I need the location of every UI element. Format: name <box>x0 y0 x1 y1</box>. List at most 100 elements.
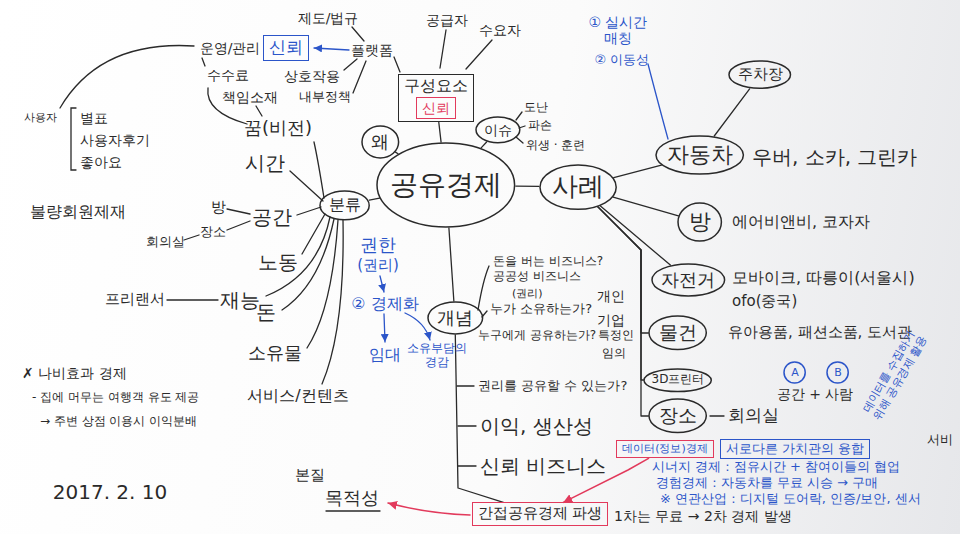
connector <box>613 197 678 216</box>
connector <box>598 207 643 380</box>
note-text: 경험경제 : 자동차를 무료 시승 → 구매 <box>656 476 878 491</box>
case-ellipse: 3D프린터 <box>643 368 712 393</box>
arrow-line <box>388 503 470 515</box>
ellipse-outline <box>784 362 805 383</box>
note-text: → 주변 상점 이용시 이익분배 <box>40 415 197 429</box>
case-ellipse: 방 <box>677 202 722 242</box>
note-text: 시너지 경제 : 점유시간 + 참여이들의 협업 <box>652 460 900 475</box>
connector <box>439 122 441 142</box>
note-text: 수요자 <box>479 22 521 38</box>
leader-line <box>516 137 523 143</box>
bracket <box>71 108 76 170</box>
note-text: 운영/관리 <box>200 40 261 56</box>
case-ellipse: 자동차 <box>655 135 744 175</box>
node-text: 방 <box>689 209 711 234</box>
note-text: 공간 <box>252 206 292 229</box>
leader-line <box>710 415 724 416</box>
note-text: 내부정책 <box>299 90 351 105</box>
note-text: 위생 · 훈련 <box>526 139 585 153</box>
node-text: 서로다른 가치관의 융합 <box>726 442 864 457</box>
note-text: 누구에게 공유하는가? <box>478 329 596 343</box>
note-text: - 집에 머무는 여행객 유도 제공 <box>32 391 199 405</box>
letter-circle: A <box>783 361 806 384</box>
keyword-box: 신뢰 <box>263 35 309 61</box>
arrow-line <box>405 313 430 340</box>
note-text: 유아용품, 패션소품, 도서관 <box>728 324 912 341</box>
note-text: 우버, 소카, 그린카 <box>752 146 917 169</box>
ellipse-outline <box>320 191 369 220</box>
keyword-box: 데이터(정보)경제 <box>616 440 714 459</box>
note-text: 돈을 버는 비즈니스? <box>493 255 603 269</box>
note-text: ① 실시간 매칭 <box>586 14 650 46</box>
connector <box>714 89 749 136</box>
note-text: 공급자 <box>426 12 468 28</box>
ellipse-outline <box>476 117 520 143</box>
note-text: 이익, 생산성 <box>480 415 593 438</box>
leader-line <box>302 214 325 254</box>
leader-line <box>322 220 343 384</box>
note-text: 에어비앤비, 코자자 <box>732 213 870 231</box>
node-text: 사례 <box>552 172 604 202</box>
connector <box>481 142 487 148</box>
node-text: 3D프린터 <box>652 373 705 387</box>
node-text: 물건 <box>659 322 697 344</box>
node-text: 데이터(정보)경제 <box>622 443 708 456</box>
node-text: 신뢰 <box>422 100 450 116</box>
ellipse-outline <box>656 136 743 174</box>
note-text: 개인 <box>597 288 625 304</box>
leader-line <box>227 209 250 214</box>
note-text: 공공성 비즈니스 <box>493 270 581 284</box>
note-text: 상호작용 <box>284 68 340 84</box>
connector <box>516 185 539 187</box>
leader-line <box>307 220 338 348</box>
note-text: 별표 <box>80 110 108 126</box>
node-text: 주차장 <box>738 66 783 83</box>
node-text: 간접공유경제 파생 <box>478 505 603 522</box>
note-text: 책임소재 <box>222 89 278 105</box>
note-text: 플랫폼 <box>351 42 393 58</box>
note-text: 서비스/컨텐츠 <box>247 387 348 405</box>
note-text: 시간 <box>245 152 285 175</box>
note-text: 꿈(비전) <box>244 118 312 139</box>
note-text: 서비 <box>927 433 953 448</box>
leader-line <box>184 235 199 240</box>
case-ellipse: 자전거 <box>651 263 726 297</box>
note-text: 재능 <box>220 289 260 312</box>
case-ellipse: 장소 <box>648 398 707 433</box>
note-text: 2017. 2. 10 <box>53 481 168 504</box>
node-text: 개념 <box>437 308 473 329</box>
note-text: ※ 연관산업 : 디지털 도어락, 인증/보안, 센서 <box>660 492 921 507</box>
node-text: 신뢰 <box>269 38 303 58</box>
node-text: 분류 <box>329 196 361 214</box>
note-text: 도난 <box>524 101 548 115</box>
ellipse-outline <box>377 143 515 227</box>
leader-line <box>60 46 194 108</box>
leader-line <box>394 57 400 72</box>
ellipse-outline <box>729 61 791 88</box>
note-text: ✗ 나비효과 경제 <box>22 365 127 381</box>
connector <box>449 228 454 301</box>
leader-line <box>202 58 205 66</box>
branch-ellipse: 왜 <box>361 125 400 159</box>
note-text: ② 경제화 <box>351 295 418 313</box>
note-text: 제도/법규 <box>298 10 359 26</box>
leader-line <box>344 59 357 70</box>
component-box: 구성요소신뢰 <box>398 74 474 122</box>
leader-line <box>440 30 446 68</box>
note-text: 돈 <box>256 301 276 324</box>
connector <box>600 206 670 265</box>
node-text: 이슈 <box>484 122 512 138</box>
connector <box>614 165 662 178</box>
underline <box>326 510 380 511</box>
leader-line <box>314 142 324 198</box>
leader-line <box>290 171 323 201</box>
keyword-box: 신뢰 <box>416 97 456 119</box>
note-text: ② 이동성 <box>595 53 650 68</box>
note-text: 모바이크, 따릉이(서울시) <box>732 269 915 287</box>
case-ellipse: 주차장 <box>728 60 792 89</box>
note-text: 권리를 공유할 수 있는가? <box>478 379 627 394</box>
ellipse-outline <box>540 165 616 209</box>
connector <box>369 198 379 200</box>
leader-line <box>457 385 474 386</box>
note-text: 좋아요 <box>80 154 122 170</box>
